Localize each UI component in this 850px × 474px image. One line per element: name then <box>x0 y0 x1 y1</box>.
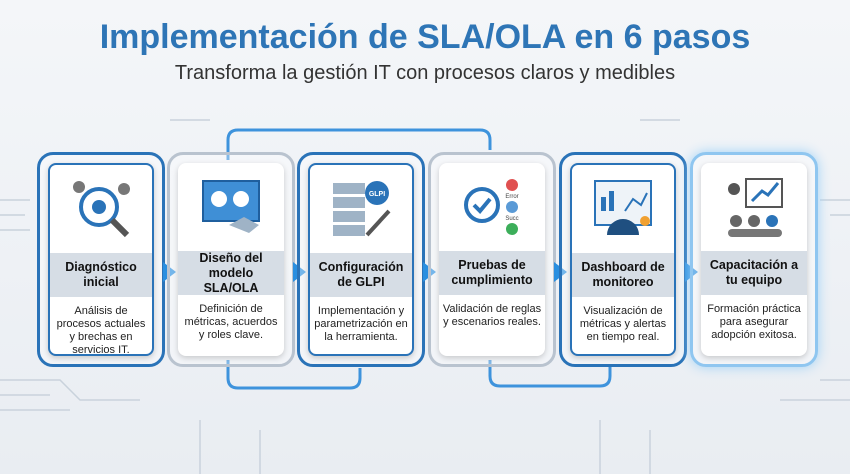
step-3: GLPI Configuración de GLPI Implementació… <box>297 152 425 367</box>
step-title: Capacitación a tu equipo <box>701 251 807 295</box>
step-card: Diagnóstico inicial Análisis de procesos… <box>48 163 154 356</box>
step-6: Capacitación a tu equipo Formación práct… <box>690 152 818 367</box>
step-description: Visualización de métricas y alertas en t… <box>579 305 667 343</box>
svg-text:Succ: Succ <box>505 216 518 222</box>
step-title: Diseño del modelo SLA/OLA <box>178 251 284 295</box>
step-2: Diseño del modelo SLA/OLA Definición de … <box>167 152 295 367</box>
step-card: GLPI Configuración de GLPI Implementació… <box>308 163 414 356</box>
page-subtitle: Transforma la gestión IT con procesos cl… <box>174 62 676 84</box>
step-title: Diagnóstico inicial <box>50 253 152 297</box>
step-title: Dashboard de monitoreo <box>572 253 674 297</box>
step-5: Dashboard de monitoreo Visualización de … <box>559 152 687 367</box>
flow-connector-top <box>226 128 492 160</box>
step-description: Formación práctica para asegurar adopció… <box>707 303 801 341</box>
magnifier-gears-icon <box>50 165 152 253</box>
step-card: Dashboard de monitoreo Visualización de … <box>570 163 676 356</box>
step-description: Definición de métricas, acuerdos y roles… <box>184 303 278 341</box>
step-title: Configuración de GLPI <box>310 253 412 297</box>
flow-connector-bottom-2 <box>488 360 612 388</box>
step-description: Análisis de procesos actuales y brechas … <box>56 305 146 356</box>
flow-connector-bottom-1 <box>226 360 362 390</box>
step-1: Diagnóstico inicial Análisis de procesos… <box>37 152 165 367</box>
step-title: Pruebas de cumplimiento <box>439 251 545 295</box>
dashboard-gauge-icon <box>572 165 674 253</box>
step-card: Diseño del modelo SLA/OLA Definición de … <box>178 163 284 356</box>
page-title: Implementación de SLA/OLA en 6 pasos <box>99 18 751 56</box>
step-card: Capacitación a tu equipo Formación práct… <box>701 163 807 356</box>
svg-text:GLPI: GLPI <box>369 191 385 198</box>
server-tools-icon: GLPI <box>310 165 412 253</box>
step-description: Implementación y parametrización en la h… <box>314 305 408 343</box>
presentation-team-icon <box>701 163 807 251</box>
step-description: Validación de reglas y escenarios reales… <box>442 303 542 328</box>
svg-text:Error: Error <box>505 194 518 200</box>
blueprint-handshake-icon <box>178 163 284 251</box>
